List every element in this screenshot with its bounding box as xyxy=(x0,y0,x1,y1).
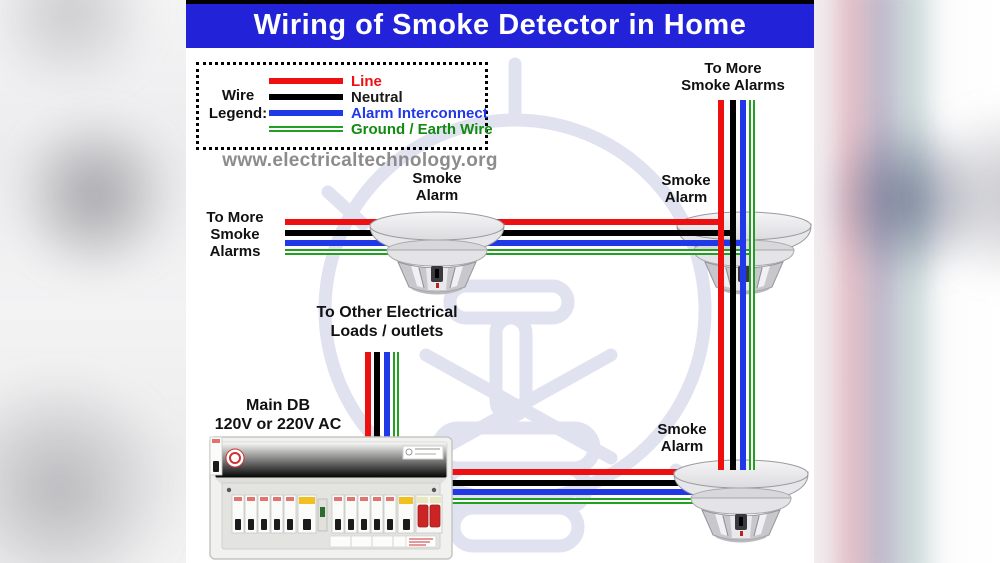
label-to-more-alarms-left: To More Smoke Alarms xyxy=(192,209,278,260)
label-line: To More xyxy=(206,209,264,226)
wires-left-to-alarm2 xyxy=(285,219,755,255)
label-line: Main DB xyxy=(246,397,310,414)
line-swatch xyxy=(269,78,343,84)
legend-heading-line2: Legend: xyxy=(208,105,268,122)
label-line: Smoke xyxy=(210,226,260,243)
right-blur-band xyxy=(814,0,1000,563)
legend-label-line: Line xyxy=(351,73,382,90)
wiring-diagram xyxy=(186,57,812,563)
wire-legend: Wire Legend: Line Neutral Alarm Intercon… xyxy=(196,62,493,150)
label-line: Smoke xyxy=(412,170,462,187)
page-title: Wiring of Smoke Detector in Home xyxy=(186,4,814,48)
wires-vertical-right xyxy=(718,100,755,470)
right-blur-stripe xyxy=(898,0,928,563)
watermark-url: www.electricaltechnology.org xyxy=(222,150,498,171)
label-other-loads: To Other Electrical Loads / outlets xyxy=(297,303,477,341)
ground-swatch xyxy=(269,126,343,132)
label-main-db: Main DB 120V or 220V AC xyxy=(198,396,358,434)
legend-heading-line1: Wire xyxy=(221,87,255,104)
label-line: Smoke xyxy=(657,421,707,438)
label-line: Alarm xyxy=(664,189,708,206)
label-smoke-alarm-2: Smoke Alarm xyxy=(636,172,736,206)
label-to-more-alarms-right: To More Smoke Alarms xyxy=(663,60,803,94)
left-blur-blob xyxy=(10,110,180,280)
right-blur-stripe xyxy=(836,0,870,563)
smoke-alarm-3 xyxy=(673,459,809,543)
wires-loads-to-db xyxy=(365,352,399,446)
wires-db-to-alarm3 xyxy=(450,469,700,504)
label-line: Smoke Alarms xyxy=(681,77,785,94)
right-blur-stripe xyxy=(866,0,900,563)
label-line: Smoke xyxy=(661,172,711,189)
label-line: 120V or 220V AC xyxy=(214,416,342,433)
label-smoke-alarm-1: Smoke Alarm xyxy=(387,170,487,204)
right-blur-blob xyxy=(822,120,992,280)
legend-label-interconnect: Alarm Interconnect xyxy=(351,105,488,122)
label-line: Alarms xyxy=(209,243,261,260)
label-line: Loads / outlets xyxy=(330,323,444,340)
legend-label-ground: Ground / Earth Wire xyxy=(351,121,493,138)
left-blur-blob xyxy=(0,0,170,80)
legend-label-neutral: Neutral xyxy=(351,89,403,106)
main-db xyxy=(210,437,452,559)
left-blur-band xyxy=(0,0,186,563)
neutral-swatch xyxy=(269,94,343,100)
label-line: Alarm xyxy=(660,438,704,455)
legend-heading: Wire Legend: xyxy=(203,87,273,123)
left-blur-blob xyxy=(0,370,180,563)
label-line: To More xyxy=(704,60,762,77)
interconnect-swatch xyxy=(269,110,343,116)
label-line: To Other Electrical xyxy=(316,304,458,321)
label-smoke-alarm-3: Smoke Alarm xyxy=(632,421,732,455)
label-line: Alarm xyxy=(415,187,459,204)
